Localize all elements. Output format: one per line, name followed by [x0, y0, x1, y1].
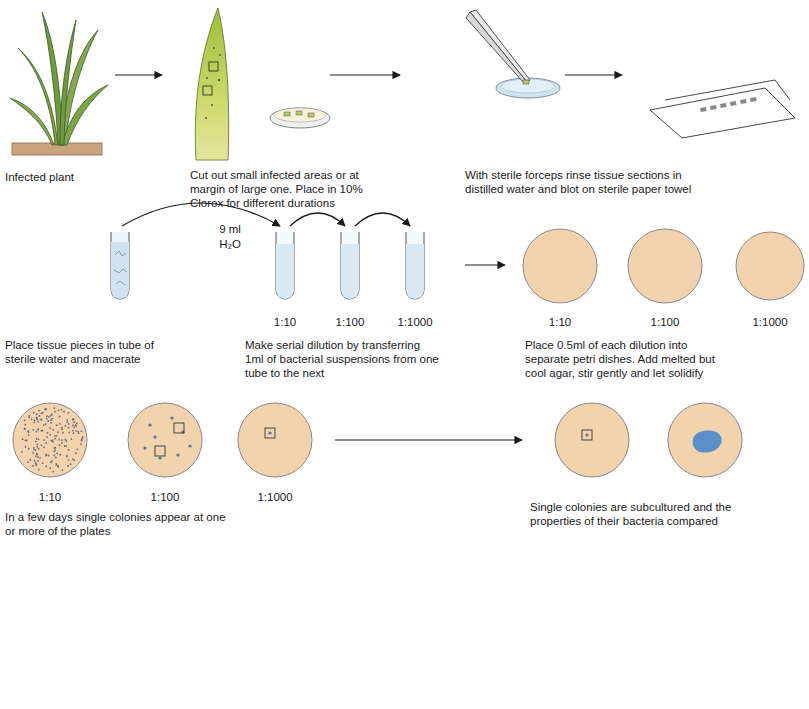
step-caption: With sterile forceps rinse tissue sectio… [465, 168, 715, 196]
dilution-label: 1:100 [325, 315, 375, 329]
dilution-label: 1:10 [535, 315, 585, 329]
dilution-label: 1:1000 [250, 490, 300, 504]
plant-drawing [10, 12, 108, 155]
dilution-label: 1:10 [260, 315, 310, 329]
step-caption: Infected plant [5, 170, 115, 184]
volume-label: 9 ml [205, 222, 255, 236]
dilution-label: 1:1000 [390, 315, 440, 329]
colony-plates [13, 403, 742, 477]
step-caption: Make serial dilution by transferring 1ml… [245, 338, 440, 380]
volume-label: H₂O [205, 237, 255, 251]
clorox-dish [270, 108, 330, 128]
transfer-arrow [122, 203, 505, 265]
dilution-label: 1:100 [640, 315, 690, 329]
infected-leaf [195, 8, 228, 160]
dilution-label: 1:10 [25, 490, 75, 504]
test-tubes [111, 232, 424, 299]
paper-towel [650, 80, 795, 138]
dilution-label: 1:1000 [745, 315, 795, 329]
step-caption: Cut out small infected areas or at margi… [190, 168, 375, 210]
forceps-and-dish [466, 10, 560, 98]
step-caption: Place tissue pieces in tube of sterile w… [5, 338, 170, 366]
step-caption: Single colonies are subcultured and the … [530, 500, 750, 528]
agar-plates [523, 229, 804, 303]
step-caption: In a few days single colonies appear at … [5, 510, 235, 538]
step-caption: Place 0.5ml of each dilution into separa… [525, 338, 730, 380]
step-arrow [115, 74, 622, 75]
dilution-label: 1:100 [140, 490, 190, 504]
